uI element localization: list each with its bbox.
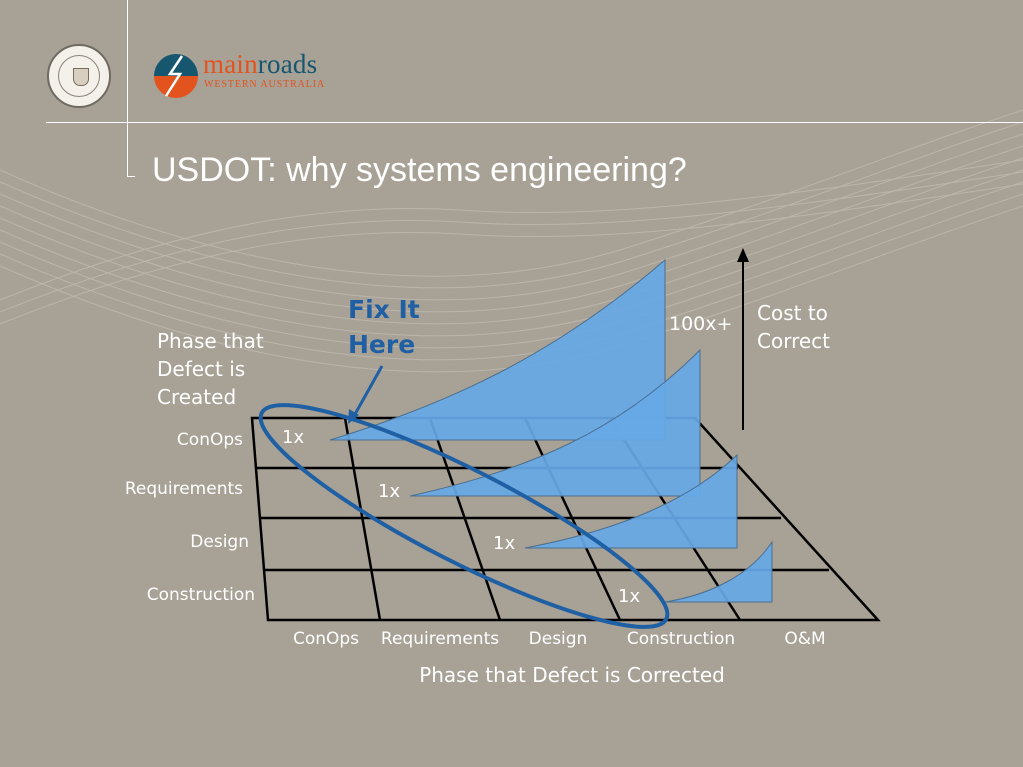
column-label: Design bbox=[529, 629, 588, 649]
column-label: O&M bbox=[784, 629, 825, 649]
grid-col-line bbox=[523, 417, 622, 621]
cost-value-label: 1x bbox=[618, 586, 640, 607]
corrected-axis-label: Phase that Defect is Corrected bbox=[419, 663, 725, 687]
column-label: Construction bbox=[627, 629, 735, 649]
max-cost-label: 100x+ bbox=[669, 313, 732, 335]
header-vertical-rule bbox=[127, 0, 128, 176]
cost-wedges bbox=[329, 258, 773, 603]
callout-label-line2: Here bbox=[348, 330, 415, 359]
header-horizontal-rule bbox=[46, 122, 1023, 123]
government-seal-logo bbox=[47, 44, 111, 108]
cost-axis-label-line1: Cost to bbox=[757, 301, 828, 325]
cost-value-label: 1x bbox=[493, 533, 515, 554]
cost-axis-label-line2: Correct bbox=[757, 329, 830, 353]
grid-col-line bbox=[428, 417, 502, 621]
created-axis-label-line3: Created bbox=[157, 385, 236, 409]
row-label: ConOps bbox=[177, 430, 243, 450]
diagonal-highlight-ellipse bbox=[258, 403, 670, 629]
mainroads-logo-text: mainroads bbox=[203, 49, 318, 79]
column-label: Requirements bbox=[381, 629, 499, 649]
wedge-design bbox=[524, 453, 738, 549]
wedge-conops bbox=[329, 258, 666, 441]
column-label: ConOps bbox=[293, 629, 359, 649]
wedge-requirements bbox=[409, 348, 701, 497]
grid-col-line bbox=[343, 417, 382, 621]
mainroads-logo-subtitle: WESTERN AUSTRALIA bbox=[204, 79, 326, 90]
row-label: Requirements bbox=[125, 479, 243, 499]
wedge-construction bbox=[664, 540, 773, 603]
mainroads-logo-icon bbox=[154, 54, 198, 98]
cost-value-label: 1x bbox=[378, 481, 400, 502]
cost-axis-arrow bbox=[737, 248, 749, 430]
header-rule-tick bbox=[127, 176, 135, 177]
row-label: Design bbox=[190, 532, 249, 552]
created-axis-label-line2: Defect is bbox=[157, 357, 245, 381]
cost-value-label: 1x bbox=[282, 427, 304, 448]
callout-arrow bbox=[348, 365, 384, 424]
callout-label-line1: Fix It bbox=[348, 295, 420, 324]
created-axis-label-line1: Phase that bbox=[157, 329, 264, 353]
row-label: Construction bbox=[147, 585, 255, 605]
slide-title: USDOT: why systems engineering? bbox=[152, 151, 687, 189]
